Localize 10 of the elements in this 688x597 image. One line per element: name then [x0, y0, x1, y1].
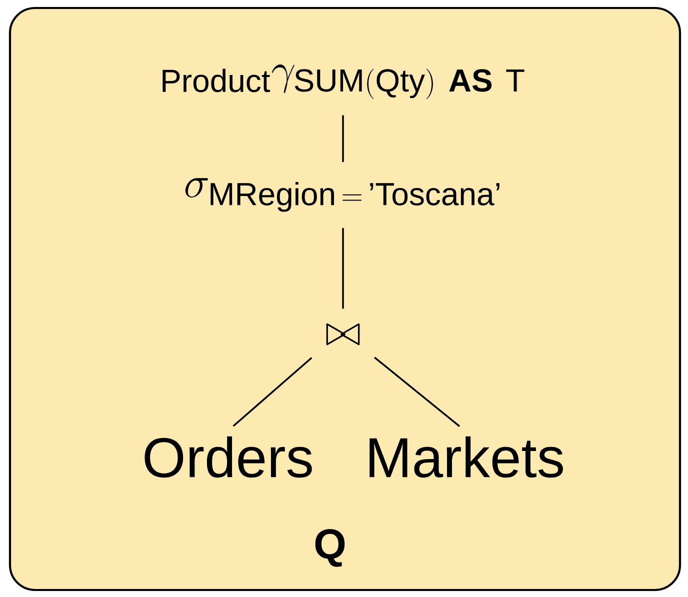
connector-line [232, 357, 312, 427]
relation-name: Orders [144, 436, 312, 478]
connector-line [342, 115, 344, 162]
query-label: $\mathbf{Q}$ [315, 529, 345, 567]
relation-name: Markets [370, 436, 563, 478]
connector-line [374, 356, 460, 427]
connector-line [342, 228, 344, 309]
operator-expression: ${}_{\mathsf{Product}}\gamma_{\mathsf{SUM(Qty)}\ \textsf{\textbf{AS}}\ \mathsf{T}}$ [162, 64, 524, 100]
operator-expression: $\sigma_{\mathsf{MRegion}\,=\,\textsf{'Toscana'}}$ [185, 178, 500, 212]
join-symbol: $\bowtie$ [326, 323, 360, 346]
